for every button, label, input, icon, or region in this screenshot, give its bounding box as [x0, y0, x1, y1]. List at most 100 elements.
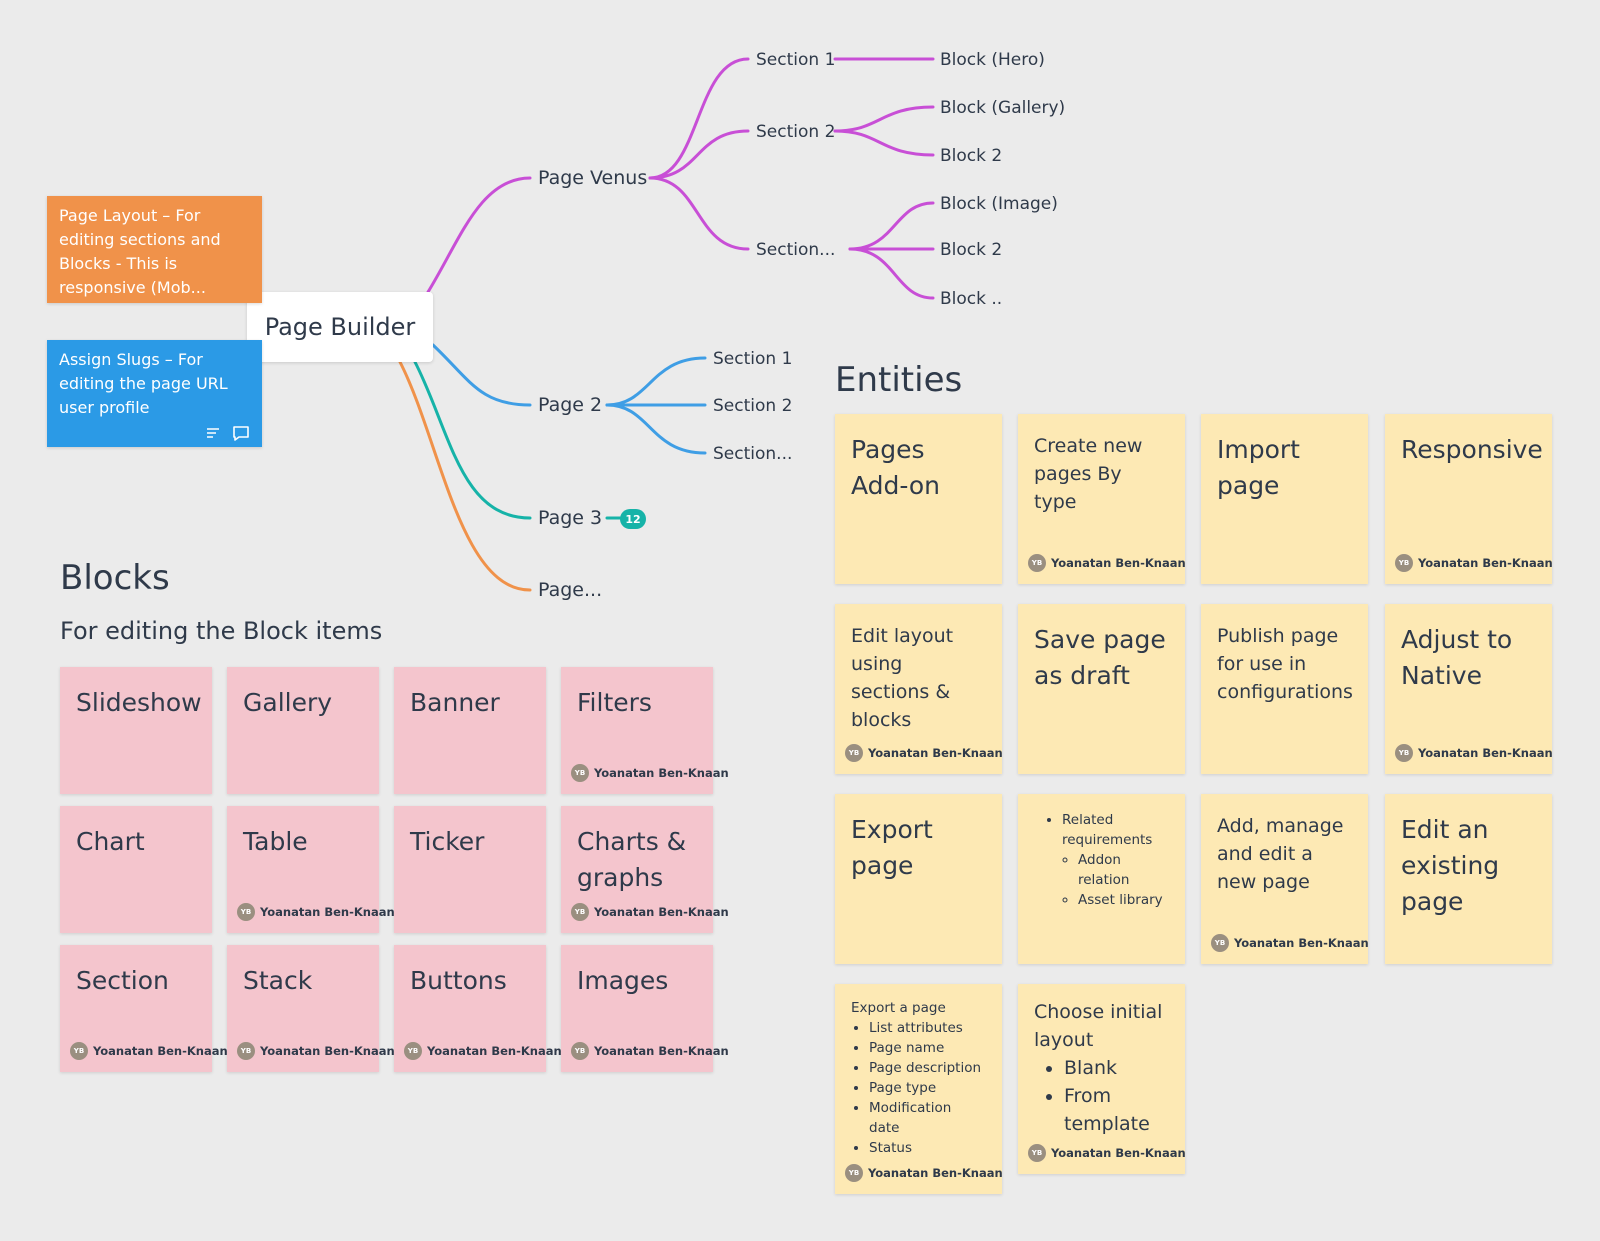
list-item-text: Status: [869, 1140, 913, 1156]
entity-sticky-export-a-page[interactable]: Export a page List attributes Page name …: [835, 984, 1003, 1194]
author-name: Yoanatan Ben-Knaan: [1234, 936, 1369, 950]
block-sticky-title: Buttons: [410, 966, 507, 995]
block-sticky[interactable]: Ticker: [394, 806, 546, 933]
block-sticky[interactable]: Gallery: [227, 667, 379, 794]
block-sticky[interactable]: Chart: [60, 806, 212, 933]
list-item-text: Modification date: [869, 1100, 952, 1136]
export-a-page-heading: Export a page: [851, 1000, 946, 1016]
list-item: Page type: [869, 1078, 986, 1098]
entity-sticky-export-page[interactable]: Export page: [835, 794, 1002, 964]
author-name: Yoanatan Ben-Knaan: [594, 766, 729, 780]
author-name: Yoanatan Ben-Knaan: [594, 905, 729, 919]
author-tag: YB Yoanatan Ben-Knaan: [845, 1164, 1003, 1182]
author-name: Yoanatan Ben-Knaan: [427, 1044, 562, 1058]
block-sticky-title: Filters: [577, 688, 652, 717]
avatar: YB: [571, 1042, 589, 1060]
block-sticky-title: Ticker: [410, 827, 485, 856]
entity-sticky-choose-layout[interactable]: Choose initial layout Blank From templat…: [1018, 984, 1186, 1174]
page3-count-badge[interactable]: 12: [620, 509, 646, 529]
node-venus-section-2[interactable]: Section 2: [756, 122, 836, 142]
node-block-2b[interactable]: Block 2: [940, 240, 1003, 260]
entity-sticky-save-draft[interactable]: Save page as draft: [1018, 604, 1185, 774]
block-sticky[interactable]: Slideshow: [60, 667, 212, 794]
author-tag: YB Yoanatan Ben-Knaan: [404, 1042, 562, 1060]
block-sticky[interactable]: Images YB Yoanatan Ben-Knaan: [561, 945, 729, 1072]
avatar: YB: [845, 1164, 863, 1182]
root-node-page-builder[interactable]: Page Builder: [247, 292, 433, 362]
list-item-text: From template: [1064, 1085, 1150, 1135]
block-sticky-title: Images: [577, 966, 669, 995]
entity-title: Export page: [851, 815, 933, 880]
entity-sticky-pages-addon[interactable]: Pages Add-on: [835, 414, 1002, 584]
entity-sticky-edit-existing[interactable]: Edit an existing page: [1385, 794, 1552, 964]
card-page-layout[interactable]: Page Layout – For editing sections and B…: [47, 196, 262, 303]
entity-sticky-publish-page[interactable]: Publish page for use in configurations: [1201, 604, 1368, 774]
node-page-venus[interactable]: Page Venus: [538, 167, 648, 189]
list-item: Related requirements Addon relation Asse…: [1062, 810, 1169, 910]
node-page2-section-more[interactable]: Section...: [713, 444, 793, 464]
list-item: Status: [869, 1138, 986, 1158]
entity-title: Create new pages By type: [1034, 435, 1143, 513]
edge-root-page2: [431, 343, 532, 407]
edge-page2-s1: [605, 356, 707, 407]
block-sticky[interactable]: Buttons YB Yoanatan Ben-Knaan: [394, 945, 562, 1072]
description-icon[interactable]: [206, 427, 220, 439]
author-name: Yoanatan Ben-Knaan: [868, 746, 1003, 760]
block-sticky-title: Table: [243, 827, 308, 856]
author-tag: YB Yoanatan Ben-Knaan: [1028, 1144, 1186, 1162]
avatar: YB: [1028, 1144, 1046, 1162]
block-sticky-title: Stack: [243, 966, 313, 995]
edge-venus-s2: [648, 129, 750, 180]
node-page2-section-1[interactable]: Section 1: [713, 349, 793, 369]
node-page-more[interactable]: Page...: [538, 579, 603, 601]
entity-title: Add, manage and edit a new page: [1217, 815, 1344, 893]
blocks-subtitle: For editing the Block items: [60, 617, 383, 645]
entity-sticky-import-page[interactable]: Import page: [1201, 414, 1368, 584]
avatar: YB: [237, 1042, 255, 1060]
author-name: Yoanatan Ben-Knaan: [1051, 1146, 1186, 1160]
node-page-3[interactable]: Page 3: [538, 507, 603, 529]
list-item-text: Page description: [869, 1060, 982, 1076]
author-name: Yoanatan Ben-Knaan: [868, 1166, 1003, 1180]
list-item: Page description: [869, 1058, 986, 1078]
avatar: YB: [404, 1042, 422, 1060]
avatar: YB: [1395, 744, 1413, 762]
node-venus-section-more[interactable]: Section...: [756, 240, 836, 260]
author-name: Yoanatan Ben-Knaan: [1051, 556, 1186, 570]
entity-sticky-related-requirements[interactable]: Related requirements Addon relation Asse…: [1018, 794, 1185, 964]
author-name: Yoanatan Ben-Knaan: [594, 1044, 729, 1058]
avatar: YB: [237, 903, 255, 921]
card-assign-slugs[interactable]: Assign Slugs – For editing the page URL …: [47, 340, 262, 447]
node-venus-section-1[interactable]: Section 1: [756, 50, 836, 70]
edge-s2-gallery: [833, 105, 935, 133]
list-item: Asset library: [1078, 890, 1169, 910]
comment-icon[interactable]: [232, 425, 250, 441]
node-block-hero[interactable]: Block (Hero): [940, 50, 1045, 70]
node-block-2a[interactable]: Block 2: [940, 146, 1003, 166]
node-page-2[interactable]: Page 2: [538, 394, 603, 416]
node-block-image[interactable]: Block (Image): [940, 194, 1058, 214]
list-item-text: Addon relation: [1078, 852, 1130, 888]
related-requirements-list: Related requirements Addon relation Asse…: [1034, 810, 1169, 910]
avatar: YB: [1395, 554, 1413, 572]
avatar: YB: [845, 744, 863, 762]
block-sticky[interactable]: Banner: [394, 667, 546, 794]
node-block-more[interactable]: Block ..: [940, 289, 1003, 309]
node-block-gallery[interactable]: Block (Gallery): [940, 98, 1066, 118]
node-page2-section-2[interactable]: Section 2: [713, 396, 793, 416]
